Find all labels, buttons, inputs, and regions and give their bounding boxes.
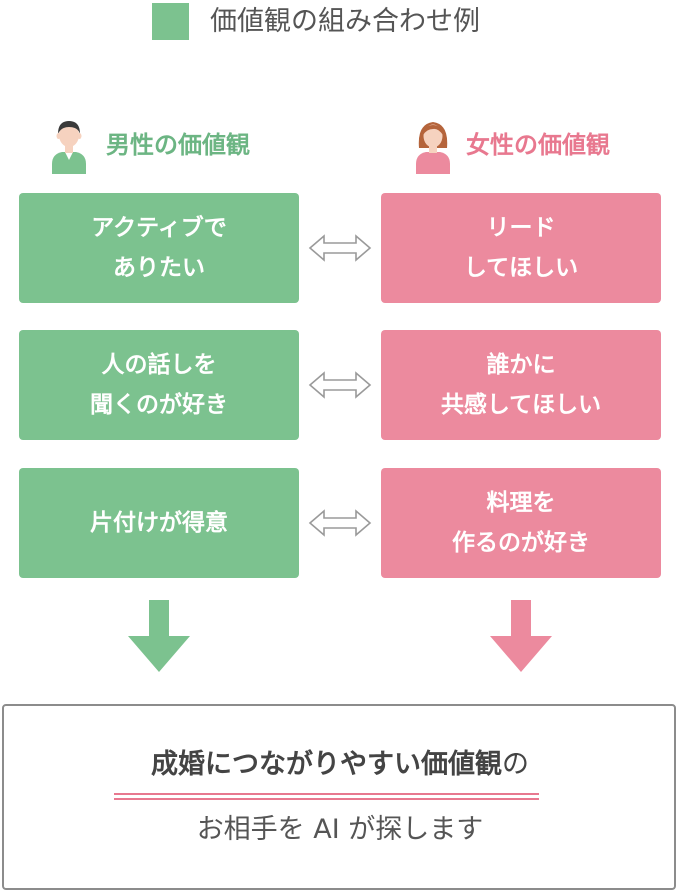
male-value-line: 人の話しを bbox=[101, 352, 217, 378]
highlight-underline bbox=[114, 798, 539, 800]
female-value-box: 誰かに 共感してほしい bbox=[381, 330, 661, 440]
double-arrow-icon bbox=[308, 507, 372, 539]
result-box bbox=[2, 704, 676, 890]
title-marker bbox=[152, 3, 189, 40]
female-value-line: リード bbox=[486, 215, 556, 241]
highlight-underline bbox=[114, 793, 539, 795]
double-arrow-icon bbox=[308, 232, 372, 264]
woman-avatar-icon bbox=[414, 116, 452, 174]
female-values-label: 女性の価値観 bbox=[466, 131, 610, 159]
male-value-line: ありたい bbox=[113, 255, 205, 281]
result-headline: 成婚につながりやすい価値観の bbox=[0, 742, 680, 788]
man-avatar-icon bbox=[50, 116, 88, 174]
result-subtext: お相手を AI が探します bbox=[196, 814, 484, 845]
female-value-line: してほしい bbox=[463, 255, 579, 281]
double-arrow-icon bbox=[308, 369, 372, 401]
down-arrow-icon bbox=[128, 600, 190, 672]
female-value-box: リード してほしい bbox=[381, 193, 661, 303]
male-value-line: 片付けが得意 bbox=[90, 510, 228, 536]
male-value-box: 片付けが得意 bbox=[19, 468, 299, 578]
female-value-line: 料理を bbox=[486, 490, 556, 516]
male-value-line: アクティブで bbox=[91, 215, 227, 241]
down-arrow-icon bbox=[490, 600, 552, 672]
female-value-box: 料理を 作るのが好き bbox=[381, 468, 661, 578]
male-value-box: アクティブで ありたい bbox=[19, 193, 299, 303]
result-suffix: の bbox=[502, 749, 529, 780]
page-title: 価値観の組み合わせ例 bbox=[210, 6, 480, 37]
female-value-line: 作るのが好き bbox=[452, 530, 590, 556]
male-value-line: 聞くのが好き bbox=[90, 392, 228, 418]
female-value-line: 共感してほしい bbox=[440, 392, 602, 418]
female-value-line: 誰かに bbox=[486, 352, 556, 378]
male-value-box: 人の話しを 聞くのが好き bbox=[19, 330, 299, 440]
result-highlight: 成婚につながりやすい価値観 bbox=[151, 749, 502, 780]
male-values-label: 男性の価値観 bbox=[106, 131, 250, 159]
